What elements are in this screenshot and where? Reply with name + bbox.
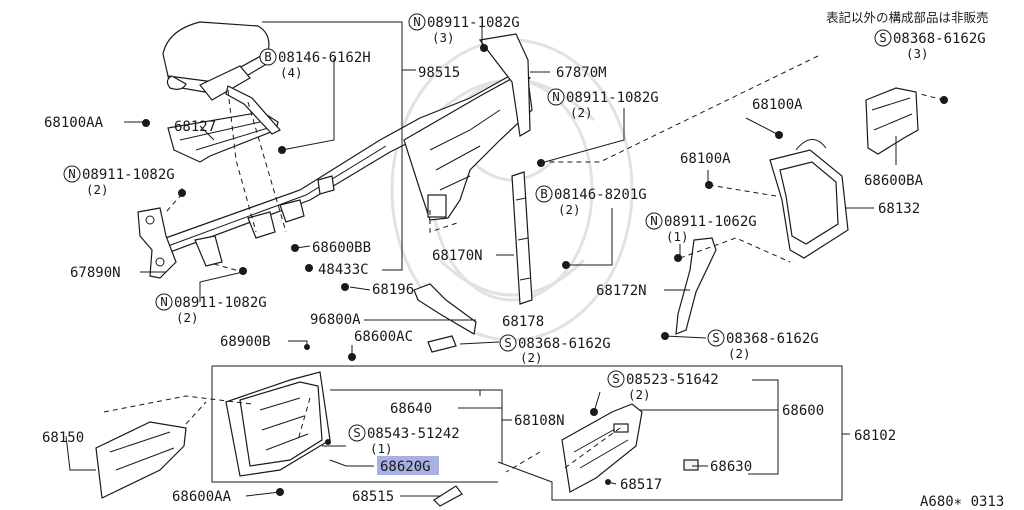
label-68196[interactable]: 68196: [372, 282, 414, 298]
label-68600bb[interactable]: 68600BB: [312, 240, 371, 256]
n2-prefix: N: [552, 89, 560, 104]
s2-prefix: S: [504, 335, 512, 350]
label-68100aa[interactable]: 68100AA: [44, 115, 104, 131]
label-48433c[interactable]: 48433C: [318, 262, 369, 278]
bracket-68127-part: [167, 85, 281, 163]
bracket-68600ba-part: [865, 87, 919, 155]
callout-n2[interactable]: N 08911-1082G (2): [547, 88, 659, 120]
n3-qty: (2): [86, 182, 109, 197]
s4-prefix: S: [612, 371, 620, 386]
diagram-code: A680∗ 0313: [920, 494, 1004, 510]
glove-box-lid-part: [561, 403, 643, 493]
callout-n1[interactable]: N 08911-1082G (3): [408, 13, 520, 45]
b2-qty: (2): [558, 202, 581, 217]
s5-qty: (1): [370, 441, 393, 456]
b1-number: 08146-6162H: [278, 50, 371, 66]
frame-68132-part: [769, 139, 849, 259]
n2-number: 08911-1082G: [566, 90, 659, 106]
s2-number: 08368-6162G: [518, 336, 611, 352]
callout-s1[interactable]: S 08368-6162G (3): [874, 29, 986, 61]
label-68600aa[interactable]: 68600AA: [172, 489, 232, 505]
s2-qty: (2): [520, 350, 543, 365]
label-67870m[interactable]: 67870M: [556, 65, 607, 81]
label-68150[interactable]: 68150: [42, 430, 84, 446]
s5-prefix: S: [353, 425, 361, 440]
b1-qty: (4): [280, 65, 303, 80]
center-stay-part: [403, 33, 533, 221]
label-98515[interactable]: 98515: [418, 65, 460, 81]
label-68102[interactable]: 68102: [854, 428, 896, 444]
b2-prefix: B: [540, 186, 548, 201]
s5-number: 08543-51242: [367, 426, 460, 442]
label-68100a-lower[interactable]: 68100A: [680, 151, 731, 167]
s1-qty: (3): [906, 46, 929, 61]
label-68127[interactable]: 68127: [174, 119, 216, 135]
bracket-67890n-part: [137, 207, 177, 279]
n3-prefix: N: [68, 166, 76, 181]
label-68178[interactable]: 68178: [502, 314, 544, 330]
callout-b2[interactable]: B 08146-8201G (2): [535, 185, 647, 217]
steering-member-part: [158, 69, 532, 267]
callout-s4[interactable]: S 08523-51642 (2): [607, 370, 719, 402]
console-lid-part: [162, 21, 271, 101]
highlight-marker: [377, 456, 439, 475]
callout-s5[interactable]: S 08543-51242 (1): [348, 424, 460, 456]
side-cover-68172n-part: [675, 237, 717, 335]
s4-qty: (2): [628, 387, 651, 402]
s3-prefix: S: [712, 330, 720, 345]
b1-prefix: B: [264, 49, 272, 64]
callout-n3[interactable]: N 08911-1082G (2): [63, 165, 175, 197]
clip-68630-part: [683, 459, 699, 471]
label-96800a[interactable]: 96800A: [310, 312, 361, 328]
label-68515[interactable]: 68515: [352, 489, 394, 505]
n2-qty: (2): [570, 105, 593, 120]
label-68172n[interactable]: 68172N: [596, 283, 647, 299]
n1-number: 08911-1082G: [427, 15, 520, 31]
callout-n4[interactable]: N 08911-1062G (1): [645, 212, 757, 244]
n5-number: 08911-1082G: [174, 295, 267, 311]
s4-number: 08523-51642: [626, 372, 719, 388]
leader-lines: [65, 20, 945, 501]
damper-68515-part: [433, 485, 463, 507]
stay-68170n-part: [511, 171, 533, 305]
b2-number: 08146-8201G: [554, 187, 647, 203]
part-labels: 98515 67870M 68100AA 68127 68100A 68100A…: [42, 65, 1004, 510]
stay-68178-part: [413, 283, 477, 353]
callout-b1[interactable]: B 08146-6162H (4): [259, 48, 371, 80]
label-68132[interactable]: 68132: [878, 201, 920, 217]
n5-prefix: N: [160, 294, 168, 309]
label-68640[interactable]: 68640: [390, 401, 432, 417]
n4-number: 08911-1062G: [664, 214, 757, 230]
label-68900b[interactable]: 68900B: [220, 334, 271, 350]
label-68630[interactable]: 68630: [710, 459, 752, 475]
label-68600ac[interactable]: 68600AC: [354, 329, 413, 345]
callout-s3[interactable]: S 08368-6162G (2): [707, 329, 819, 361]
s3-qty: (2): [728, 346, 751, 361]
n1-qty: (3): [432, 30, 455, 45]
n5-qty: (2): [176, 310, 199, 325]
callout-s2[interactable]: S 08368-6162G (2): [499, 334, 611, 365]
s3-number: 08368-6162G: [726, 331, 819, 347]
label-68600[interactable]: 68600: [782, 403, 824, 419]
label-68620g-highlighted[interactable]: 68620G: [380, 459, 431, 475]
s1-number: 08368-6162G: [893, 31, 986, 47]
n1-prefix: N: [413, 14, 421, 29]
label-68517[interactable]: 68517: [620, 477, 662, 493]
lower-cover-68150-part: [95, 421, 187, 499]
label-68600ba[interactable]: 68600BA: [864, 173, 924, 189]
n3-number: 08911-1082G: [82, 167, 175, 183]
n4-qty: (1): [666, 229, 689, 244]
n4-prefix: N: [650, 213, 658, 228]
note-text: 表記以外の構成部品は非販売: [826, 10, 989, 25]
label-67890n[interactable]: 67890N: [70, 265, 121, 281]
s1-prefix: S: [879, 30, 887, 45]
callout-n5[interactable]: N 08911-1082G (2): [155, 293, 267, 325]
label-68108n[interactable]: 68108N: [514, 413, 565, 429]
glove-box-housing-part: [225, 371, 331, 477]
label-68170n[interactable]: 68170N: [432, 248, 483, 264]
label-68100a-upper[interactable]: 68100A: [752, 97, 803, 113]
